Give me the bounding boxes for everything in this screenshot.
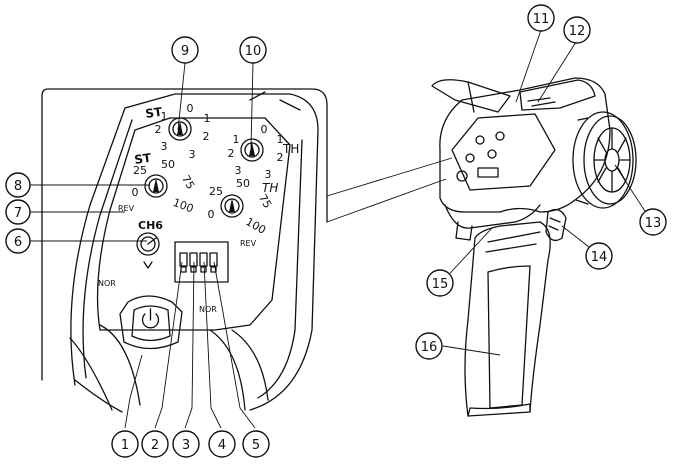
- svg-text:10: 10: [245, 44, 262, 59]
- callout-1: 1: [111, 430, 139, 458]
- rev-label-left: REV: [118, 204, 135, 213]
- svg-text:1: 1: [204, 112, 211, 125]
- svg-text:3: 3: [189, 148, 196, 161]
- st-trim-scale: 0 1 2 3 3 2 1: [155, 102, 211, 161]
- svg-text:50: 50: [236, 177, 250, 190]
- callouts: 1 2 3 4 5 6 7 8 9 10 11 12 13 14 15 16: [5, 4, 667, 458]
- ch6-knob[interactable]: [136, 232, 160, 269]
- th-dr-label: TH: [262, 181, 278, 195]
- svg-text:75: 75: [256, 192, 274, 211]
- svg-text:0: 0: [132, 186, 139, 199]
- callout-2: 2: [141, 430, 169, 458]
- th-trim-label: TH: [282, 142, 299, 156]
- svg-text:2: 2: [277, 151, 284, 164]
- callout-7: 7: [5, 199, 31, 225]
- callout-6: 6: [5, 228, 31, 254]
- callout-16: 16: [415, 332, 443, 360]
- callout-11: 11: [527, 4, 555, 32]
- svg-text:1: 1: [121, 438, 129, 453]
- svg-text:50: 50: [161, 158, 175, 171]
- callout-4: 4: [208, 430, 236, 458]
- nor-label-left: NOR: [98, 279, 116, 288]
- callout-14: 14: [585, 242, 613, 270]
- svg-text:25: 25: [209, 185, 223, 198]
- svg-text:0: 0: [261, 123, 268, 136]
- svg-text:3: 3: [161, 140, 168, 153]
- callout-10: 10: [239, 36, 267, 64]
- ch6-label: CH6: [138, 219, 163, 232]
- svg-text:13: 13: [645, 216, 662, 231]
- power-button[interactable]: [119, 295, 183, 350]
- svg-text:11: 11: [533, 12, 550, 27]
- svg-text:3: 3: [265, 168, 272, 181]
- svg-text:2: 2: [228, 147, 235, 160]
- th-dr-knob[interactable]: [220, 194, 244, 218]
- svg-text:1: 1: [161, 110, 168, 123]
- svg-text:6: 6: [14, 235, 22, 250]
- callout-15: 15: [426, 269, 454, 297]
- svg-text:4: 4: [218, 438, 226, 453]
- st-dr-scale: 25 50 75 0 100: [132, 158, 198, 215]
- svg-text:7: 7: [14, 206, 22, 221]
- svg-text:16: 16: [421, 340, 438, 355]
- callout-5: 5: [242, 430, 270, 458]
- svg-text:12: 12: [569, 24, 586, 39]
- callout-8: 8: [5, 172, 31, 198]
- callout-12: 12: [563, 16, 591, 44]
- svg-text:3: 3: [182, 438, 190, 453]
- svg-text:2: 2: [203, 130, 210, 143]
- st-dr-label: ST: [133, 151, 152, 167]
- svg-text:8: 8: [14, 179, 22, 194]
- svg-text:15: 15: [432, 277, 449, 292]
- zoomed-control-panel: ST ST TH TH CH6 REV REV NOR NOR 0 1 2 3 …: [41, 88, 328, 413]
- svg-text:100: 100: [171, 196, 195, 215]
- svg-text:9: 9: [181, 44, 189, 59]
- svg-text:3: 3: [235, 164, 242, 177]
- svg-text:100: 100: [243, 215, 268, 237]
- indicator-led-panel: [174, 241, 229, 283]
- st-dr-knob[interactable]: [144, 174, 168, 198]
- leader-lines: [29, 29, 653, 429]
- st-trim-label: ST: [144, 105, 163, 121]
- svg-text:5: 5: [252, 438, 260, 453]
- steering-wheel[interactable]: [572, 111, 637, 209]
- th-trim-scale: 0 1 2 3 3 2 1: [228, 123, 284, 181]
- svg-text:1: 1: [277, 133, 284, 146]
- svg-text:0: 0: [187, 102, 194, 115]
- svg-text:25: 25: [133, 164, 147, 177]
- svg-text:1: 1: [233, 133, 240, 146]
- svg-text:75: 75: [179, 173, 197, 192]
- rev-label-right: REV: [240, 239, 257, 248]
- st-trim-knob[interactable]: [168, 117, 192, 141]
- svg-text:0: 0: [208, 208, 215, 221]
- transmitter-body: [431, 77, 637, 417]
- th-trim-knob[interactable]: [240, 138, 264, 162]
- nor-label-right: NOR: [199, 305, 217, 314]
- svg-text:14: 14: [591, 250, 608, 265]
- svg-text:2: 2: [155, 123, 162, 136]
- callout-3: 3: [172, 430, 200, 458]
- callout-9: 9: [171, 36, 199, 64]
- zoom-connector: [326, 157, 453, 223]
- svg-text:2: 2: [151, 438, 159, 453]
- callout-13: 13: [639, 208, 667, 236]
